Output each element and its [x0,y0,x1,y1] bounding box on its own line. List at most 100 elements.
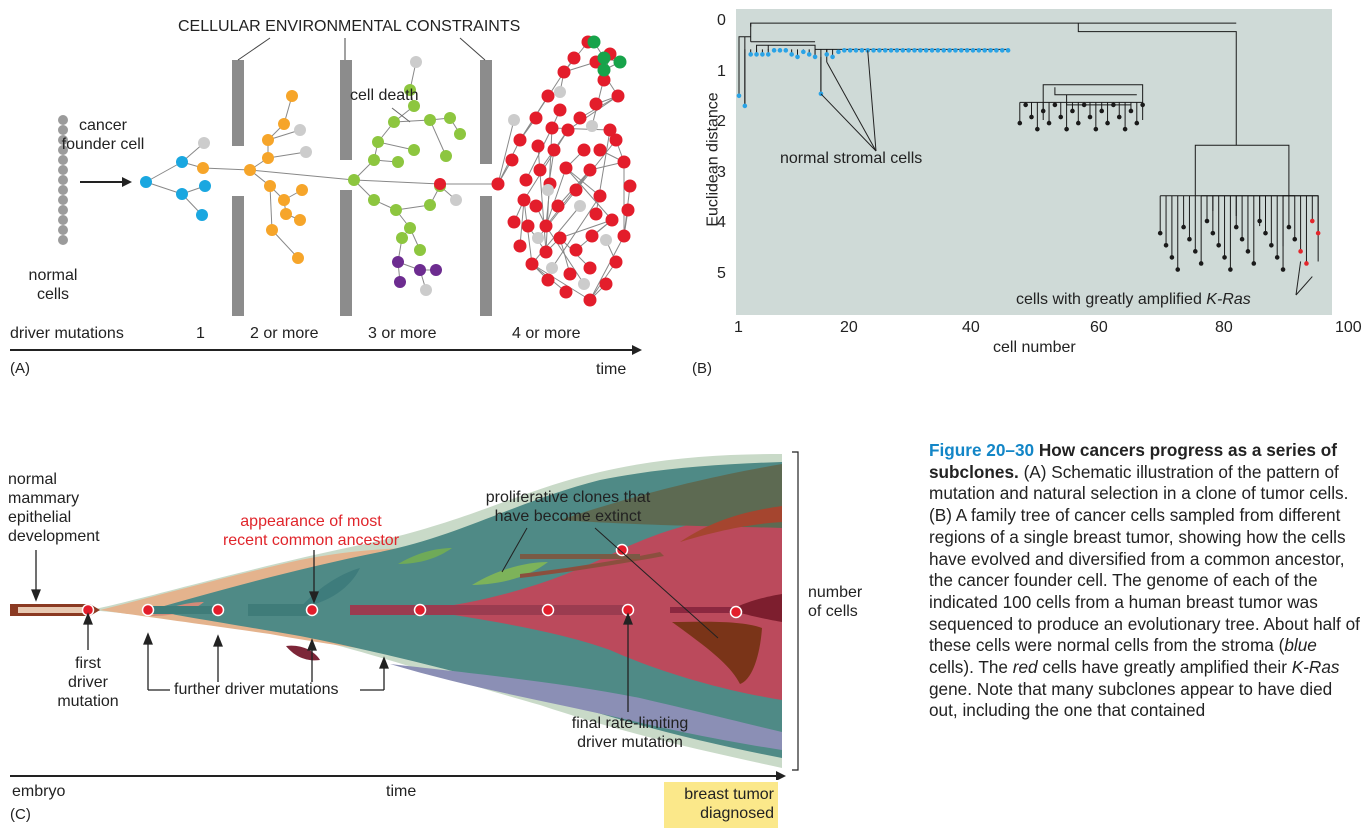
leaf-tumor [1105,120,1110,126]
cell-green [408,144,420,156]
driver-mutation-dot [141,603,155,617]
cell-red [531,139,545,153]
leaf-tumor [1076,120,1081,126]
breast-tumor-box [664,782,778,828]
annotation-pointer [826,61,877,152]
cell-red [545,121,559,135]
leaf-tumor [1058,114,1064,120]
leaf-tumor [1175,267,1181,272]
panel-a-diagram [10,35,642,355]
cell-red [491,177,505,191]
leaf-kras [1310,218,1315,224]
caption-text-3: cells have greatly amplified their [1037,657,1292,678]
leaf-tumor [1128,108,1134,114]
cell-green [372,136,384,148]
cell-green [396,232,408,244]
cell-orange [244,164,256,176]
cell-dead [600,234,612,246]
leaf-stromal [959,48,964,53]
further-driver-label: further driver mutations [174,681,339,698]
annotation-kras-prefix: cells with greatly amplified [1016,291,1207,308]
leaf-tumor [1239,236,1245,242]
leaf-stromal [754,52,759,57]
leaf-tumor [1263,230,1268,236]
cancer-founder-label: cancer founder cell [48,116,158,154]
constraints-title: CELLULAR ENVIRONMENTAL CONSTRAINTS [178,18,521,35]
leaf-stromal [789,52,794,57]
leaf-tumor [1251,261,1257,266]
lineage-edge [269,185,273,231]
leaf-stromal [783,48,789,53]
cell-orange [266,224,278,236]
lineage-edge [271,229,299,259]
cell-dead [294,124,306,136]
leaf-tumor [1070,108,1075,114]
time-label-c: time [386,783,417,800]
leaf-stromal [935,48,941,53]
normal-development-line3: epithelial [8,509,72,526]
first-driver-line3: mutation [57,693,119,710]
leaf-stromal [736,93,742,99]
leaf-tumor [1193,249,1198,254]
leaf-stromal [941,48,947,53]
dendrogram-branch [1194,144,1290,196]
driver-mutation-dot [615,543,629,557]
leaf-stromal [871,48,876,53]
leaf-tumor [1140,102,1145,108]
caption-text-2: cells). The [929,657,1013,678]
leaf-stromal [970,48,976,53]
lineage-edge [267,151,307,159]
cell-red [583,261,597,275]
cell-blue [199,180,211,192]
common-ancestor-label: appearance of most recent common ancesto… [196,512,426,550]
normal-cell [58,235,68,245]
cell-red [589,97,603,111]
normal-cell [58,165,68,175]
cell-dead [578,278,590,290]
annotation-pointer [867,50,877,152]
leaf-stromal [777,48,783,53]
annotation-pointer [1295,261,1302,296]
common-ancestor-line1: appearance of most [240,513,382,530]
cell-orange [278,194,290,206]
lineage-edge [429,119,447,157]
normal-cell [58,185,68,195]
driver-mutations-label: driver mutations [10,325,124,342]
cell-green [440,150,452,162]
leaf-tumor [1187,236,1192,242]
lineage-edge [353,179,441,185]
lineage-edge [497,119,515,185]
cell-red [559,285,573,299]
time-label-a: time [596,361,627,378]
leaf-tumor [1228,267,1233,272]
pointer-ancestor-head [309,591,319,604]
cell-purple [414,264,426,276]
leaf-tumor [1181,224,1186,230]
cell-orange [296,184,308,196]
cell-red [569,183,583,197]
cell-red [551,199,565,213]
cell-blue [176,156,188,168]
annotation-pointer [820,93,877,152]
leaf-stromal [795,54,800,60]
leaf-tumor [1093,126,1099,132]
leaf-stromal [806,52,812,57]
lineage-bar-4 [350,605,632,615]
final-driver-label: final rate-limiting driver mutation [540,714,720,752]
y-tick-4: 4 [717,214,726,231]
leaf-stromal [912,48,917,53]
lineage-edge [551,127,611,131]
normal-cell [58,155,68,165]
lineage-edge [145,181,183,195]
cell-red [553,103,567,117]
cell-green [414,244,426,256]
driver-mutation-dot [729,605,743,619]
leaf-stromal [847,48,853,53]
cell-dead [532,232,544,244]
cell-red [567,51,581,65]
common-ancestor-line2: recent common ancestor [222,532,400,549]
cell-darkgreen [587,35,601,49]
normal-development-line2: mammary [8,490,80,507]
normal-cell [58,115,68,125]
leaf-tumor [1087,114,1093,120]
